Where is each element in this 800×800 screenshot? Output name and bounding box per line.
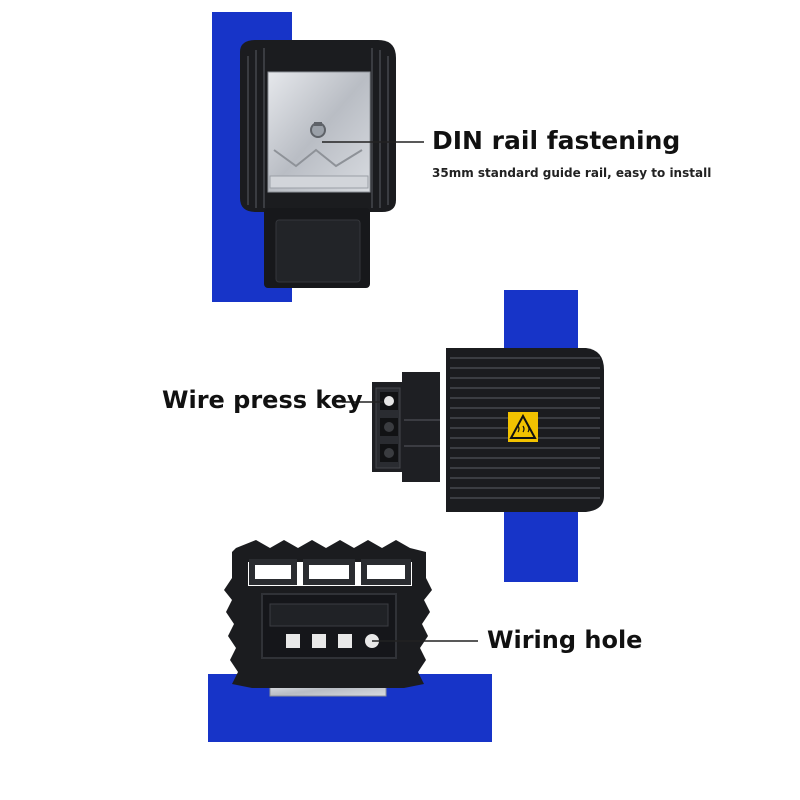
wire-press-keys [380, 392, 398, 462]
wire-press-key-title: Wire press key [162, 386, 363, 414]
wiring-hole-title: Wiring hole [487, 626, 643, 654]
middle-view-heater-side [342, 290, 604, 582]
high-temperature-warning-icon [508, 412, 538, 442]
side-fins [450, 357, 600, 499]
top-view-din-rail-heater [212, 12, 424, 302]
din-clip-spring [273, 148, 363, 168]
housing-fins [247, 48, 389, 208]
din-rail-fastening-title: DIN rail fastening [432, 126, 681, 155]
din-clip-lower-edge [269, 175, 369, 189]
din-rail-fastening-subtitle: 35mm standard guide rail, easy to instal… [432, 166, 712, 180]
bottom-view-heater-end [208, 540, 492, 742]
